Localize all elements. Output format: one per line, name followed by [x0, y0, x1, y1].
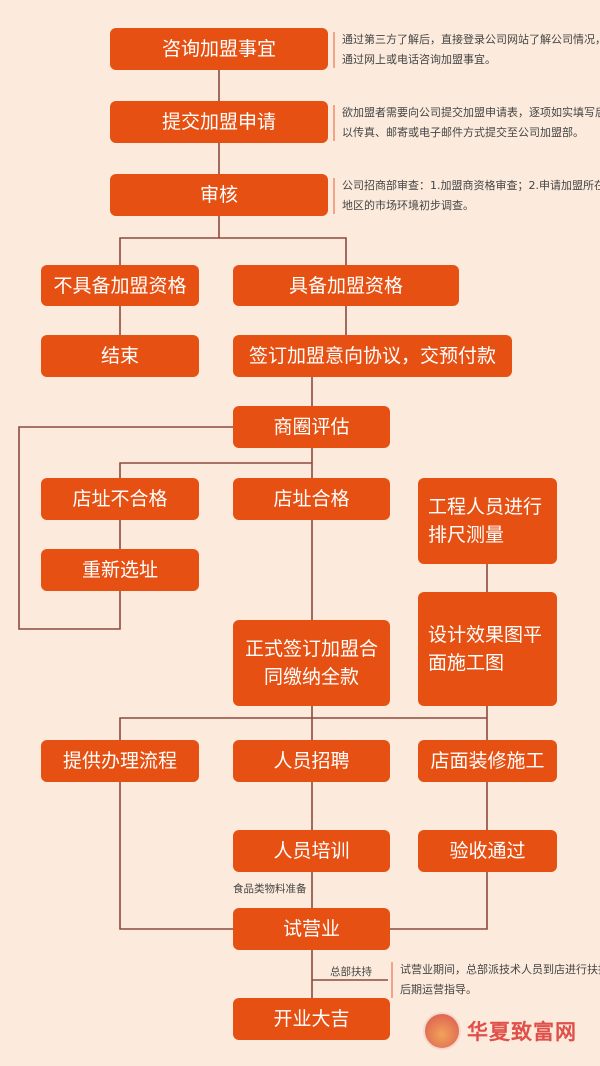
step-process: 提供办理流程 [41, 740, 199, 782]
step-review: 审核 [110, 174, 328, 216]
step-decorate: 店面装修施工 [418, 740, 557, 782]
note-line: 后期运营指导。 [400, 983, 477, 996]
note-line: 欲加盟者需要向公司提交加盟申请表，逐项如实填写后， [342, 106, 600, 119]
note-trial: 试营业期间，总部派技术人员到店进行扶持及后期运营指导。 [391, 960, 600, 1000]
step-trial-operation: 试营业 [233, 908, 390, 950]
step-reselect-site: 重新选址 [41, 549, 199, 591]
note-line: 公司招商部审查：1.加盟商资格审查；2.申请加盟所在 [342, 179, 600, 192]
step-design: 设计效果图平面施工图 [418, 592, 557, 706]
step-sign-contract: 正式签订加盟合同缴纳全款 [233, 620, 390, 706]
step-end: 结束 [41, 335, 199, 377]
label-hq-support: 总部扶持 [330, 966, 372, 978]
step-site-pass: 店址合格 [233, 478, 390, 520]
note-consult: 通过第三方了解后，直接登录公司网站了解公司情况， 通过网上或电话咨询加盟事宜。 [333, 30, 600, 70]
logo-icon [423, 1012, 461, 1050]
label-food-prep: 食品类物料准备 [233, 883, 307, 895]
note-line: 以传真、邮寄或电子邮件方式提交至公司加盟部。 [342, 126, 584, 139]
step-recruit: 人员招聘 [233, 740, 390, 782]
note-line: 通过第三方了解后，直接登录公司网站了解公司情况， [342, 33, 600, 46]
note-submit: 欲加盟者需要向公司提交加盟申请表，逐项如实填写后， 以传真、邮寄或电子邮件方式提交… [333, 103, 600, 143]
step-sign-intent: 签订加盟意向协议，交预付款 [233, 335, 512, 377]
note-line: 试营业期间，总部派技术人员到店进行扶持及 [400, 963, 600, 976]
step-site-fail: 店址不合格 [41, 478, 199, 520]
step-measure: 工程人员进行排尺测量 [418, 478, 557, 564]
step-training: 人员培训 [233, 830, 390, 872]
step-qualified: 具备加盟资格 [233, 265, 459, 306]
step-area-evaluation: 商圈评估 [233, 406, 390, 448]
note-review: 公司招商部审查：1.加盟商资格审查；2.申请加盟所在地区的市场环境初步调查。 [333, 176, 600, 216]
note-line: 地区的市场环境初步调查。 [342, 199, 474, 212]
step-unqualified: 不具备加盟资格 [41, 265, 199, 306]
logo-text: 华夏致富网 [467, 1020, 577, 1044]
note-line: 通过网上或电话咨询加盟事宜。 [342, 53, 496, 66]
step-consult: 咨询加盟事宜 [110, 28, 328, 70]
site-logo: 华夏致富网 [423, 1012, 577, 1050]
step-opening: 开业大吉 [233, 998, 390, 1040]
step-submit-application: 提交加盟申请 [110, 101, 328, 143]
step-acceptance: 验收通过 [418, 830, 557, 872]
